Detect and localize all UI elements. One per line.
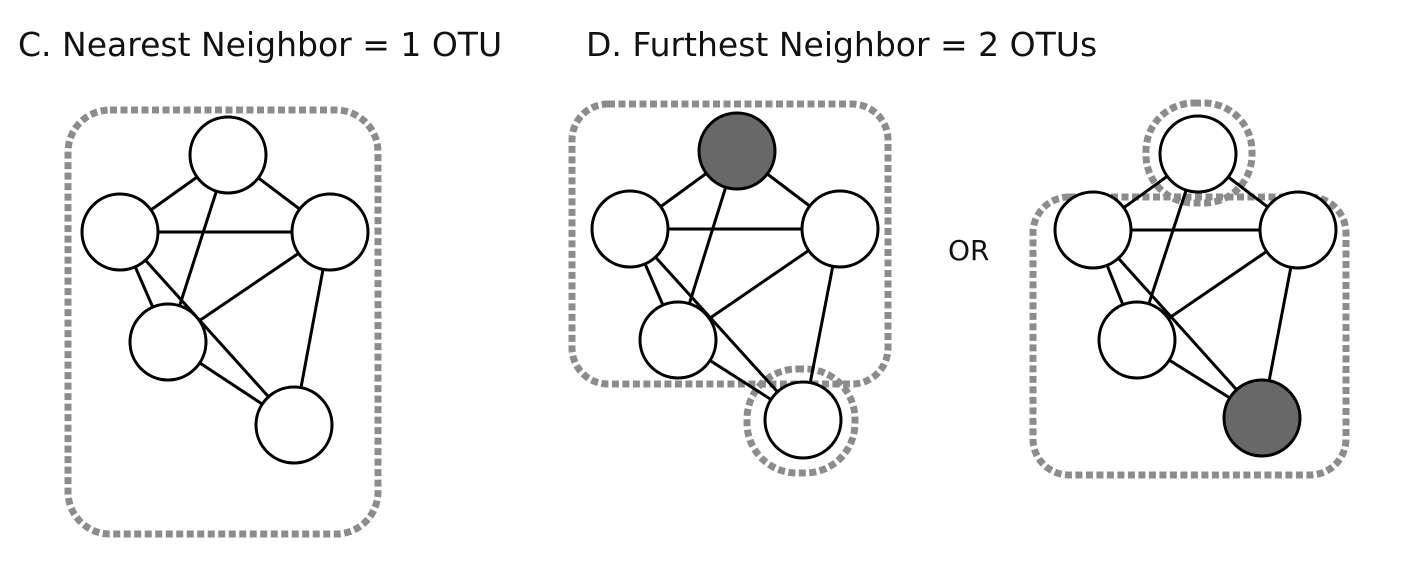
panel-c-title: C. Nearest Neighbor = 1 OTU — [18, 25, 502, 64]
highlighted-node — [697, 111, 777, 191]
edge — [1091, 228, 1264, 420]
panel-d2-nodes — [1053, 114, 1338, 458]
panel-c-edges — [118, 153, 332, 427]
panel-d1-edges — [628, 149, 842, 422]
otu-boundary-d1-main — [568, 100, 892, 388]
otu-boundary-c — [64, 106, 382, 538]
node — [1097, 300, 1177, 380]
panel-c-nodes — [80, 115, 370, 465]
panel-d1-nodes — [590, 111, 880, 460]
node — [1053, 190, 1133, 270]
node — [1158, 114, 1238, 194]
edge — [118, 230, 296, 427]
panel-d-graph-2 — [1029, 99, 1350, 479]
node — [638, 300, 718, 380]
node — [128, 302, 208, 382]
otu-boundary-d2-main — [1029, 193, 1350, 479]
edge — [628, 227, 805, 422]
panel-d-graph-1 — [568, 100, 892, 477]
node — [80, 192, 160, 272]
highlighted-node — [1222, 378, 1302, 458]
node — [800, 189, 880, 269]
node — [763, 380, 843, 460]
node — [290, 192, 370, 272]
otu-boundary-d2-single — [1142, 99, 1256, 207]
node — [188, 115, 268, 195]
or-label: OR — [948, 234, 990, 267]
node — [254, 385, 334, 465]
node — [1258, 190, 1338, 270]
node — [590, 189, 670, 269]
panel-d-title: D. Furthest Neighbor = 2 OTUs — [586, 25, 1097, 64]
otu-boundary-d1-single — [743, 365, 859, 477]
panel-c-graph — [64, 106, 382, 538]
